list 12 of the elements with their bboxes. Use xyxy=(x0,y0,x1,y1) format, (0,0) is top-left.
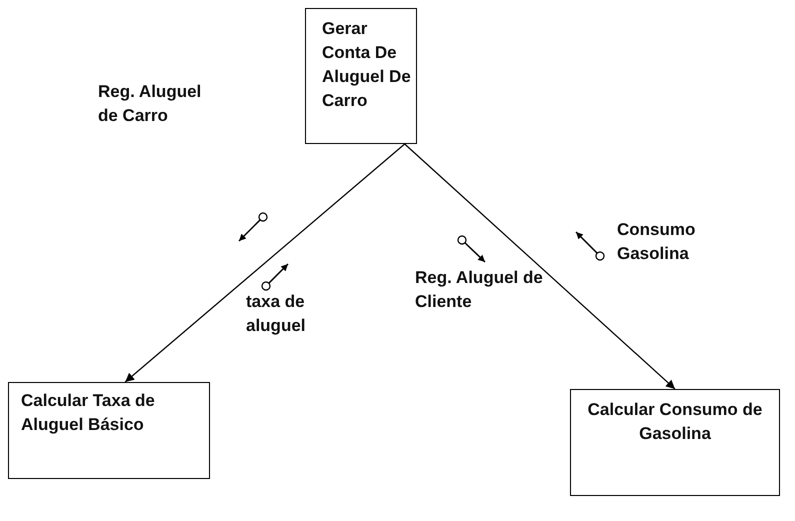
box-label: Calcular Taxa de Aluguel Básico xyxy=(21,390,156,436)
box-label: Gerar Conta De Aluguel De Carro xyxy=(322,18,412,112)
data-label: Reg. Aluguel de Carro xyxy=(98,81,202,127)
data-label: Consumo Gasolina xyxy=(617,219,696,265)
process-box xyxy=(570,389,780,496)
connector-arrow xyxy=(124,144,406,382)
box-label: Calcular Consumo de Gasolina xyxy=(586,399,764,445)
process-box xyxy=(8,382,210,479)
data-label: Reg. Aluguel de Cliente xyxy=(415,267,544,313)
process-box xyxy=(305,8,417,144)
data-label: taxa de aluguel xyxy=(246,291,307,337)
connector-arrow xyxy=(404,144,676,390)
